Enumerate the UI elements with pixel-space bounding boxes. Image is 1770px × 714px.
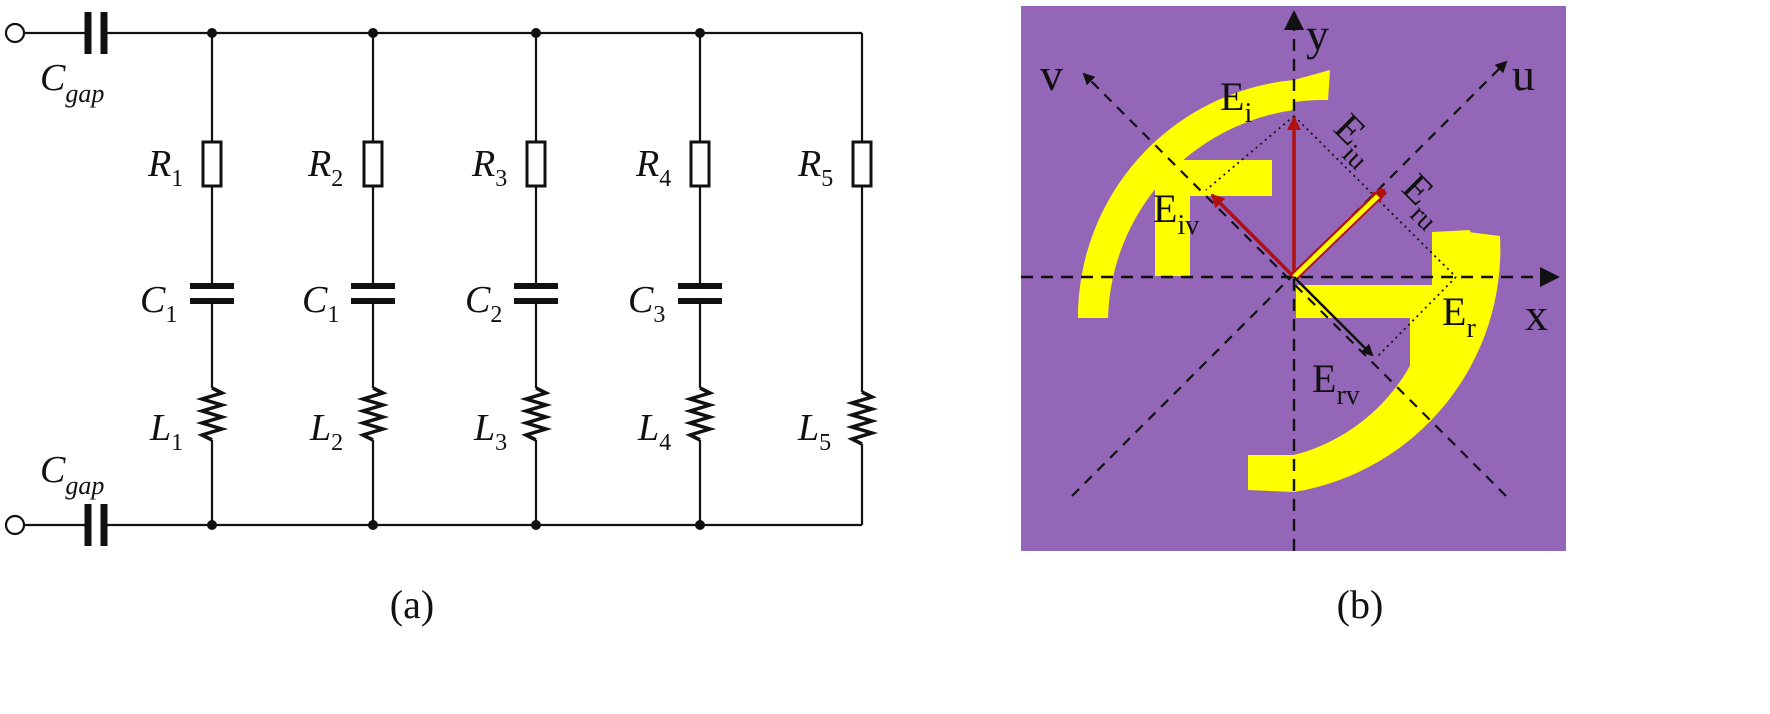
inductor-l1 [195,386,229,442]
upper-left-l-arm [1155,160,1272,276]
terminal-bottom [4,514,26,536]
label-c-branch1: C1 [140,279,177,328]
v-axis-label: v [1040,49,1063,100]
vector-eiv [1210,193,1296,279]
label-c-branch2: C1 [302,279,339,328]
label-r3: R3 [471,143,507,192]
circuit-diagram: Cgap Cgap [4,12,879,627]
v-axis [1082,72,1507,497]
label-r1: R1 [147,143,183,192]
label-erv: Erv [1312,356,1360,411]
branch-2 [351,28,395,530]
label-l4: L4 [637,407,671,456]
u-axis-label: u [1512,49,1535,100]
label-l1: L1 [149,407,183,456]
resistor-r3 [525,140,547,188]
y-axis-label: y [1306,9,1329,60]
label-r5: R5 [797,143,833,192]
label-l2: L2 [309,407,343,456]
label-c-branch3: C2 [465,279,502,328]
terminal-top [4,22,26,44]
branch-3 [514,28,558,530]
inductor-l5 [845,390,879,446]
label-l5: L5 [797,407,831,456]
inductor-l4 [683,386,717,442]
unit-cell-diagram: x y u v Ei Eiv Eiu Eru Er Erv (b) [1021,6,1566,627]
cgap-bottom-label: Cgap [40,449,104,500]
resistor-r1 [201,140,223,188]
vector-eiu [1292,194,1380,279]
cgap-top-label: Cgap [40,57,104,108]
resistor-r2 [362,140,384,188]
label-r2: R2 [307,143,343,192]
resistor-r4 [689,140,711,188]
x-axis-label: x [1525,289,1548,340]
label-er: Er [1442,289,1476,344]
label-l3: L3 [473,407,507,456]
component-labels: R1 R2 R3 R4 R5 C1 C1 C2 C3 L1 L2 L3 L4 L… [140,143,833,456]
label-r4: R4 [635,143,671,192]
inductor-l2 [356,386,390,442]
branch-1 [190,28,234,530]
caption-a: (a) [390,582,434,627]
branch-4 [678,28,722,530]
vector-erv [1293,276,1374,357]
label-c-branch4: C3 [628,279,665,328]
inductor-l3 [519,386,553,442]
caption-b: (b) [1337,582,1384,627]
resistor-r5 [851,140,873,188]
label-ei: Ei [1220,74,1252,129]
label-eiv: Eiv [1153,186,1199,241]
branch-5 [845,130,879,455]
